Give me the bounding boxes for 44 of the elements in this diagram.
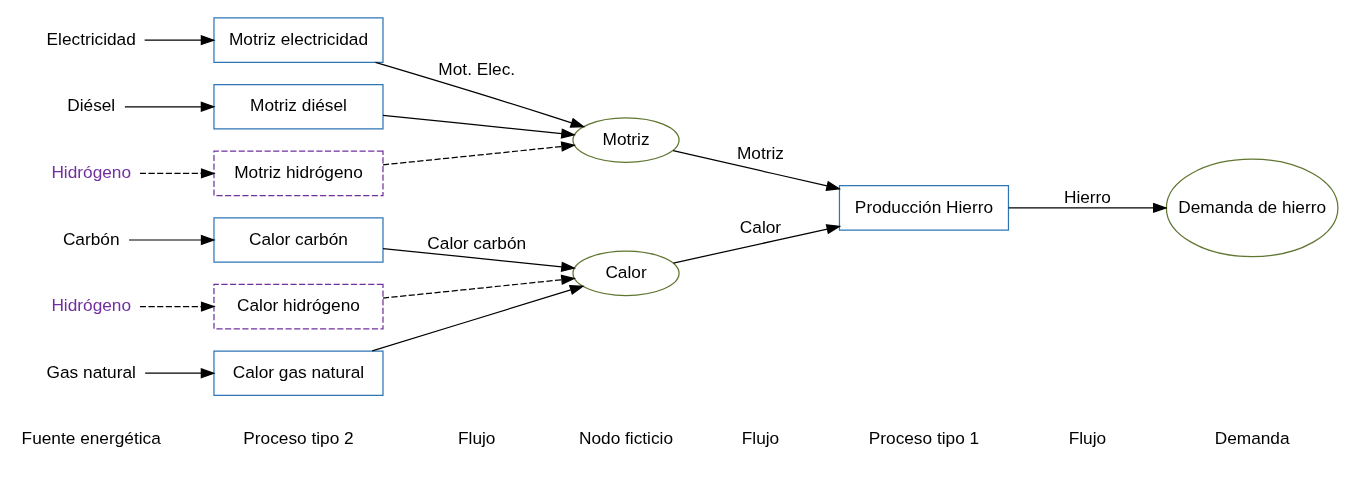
label: Fuente energética <box>21 427 161 448</box>
node-box: Motriz hidrógeno <box>213 150 384 196</box>
arrow <box>382 114 576 139</box>
node-text: Diésel <box>67 94 116 115</box>
node-box: Motriz electricidad <box>213 16 384 63</box>
arrow <box>371 284 585 352</box>
label: Flujo <box>741 427 780 448</box>
node-ellipse: Calor <box>572 250 680 296</box>
edge-label: Calor carbón <box>427 232 527 253</box>
label: Demanda <box>1214 427 1290 448</box>
label: Nodo ficticio <box>579 427 674 448</box>
node-box: Motriz diésel <box>213 83 384 130</box>
edge-label: Hierro <box>1063 186 1111 207</box>
node-text: Carbón <box>62 228 120 249</box>
label: Flujo <box>458 427 496 448</box>
node-box: Calor hidrógeno <box>213 283 384 329</box>
label: Proceso tipo 2 <box>243 427 354 448</box>
arrow <box>144 34 216 45</box>
node-text: Gas natural <box>46 361 136 382</box>
label: Proceso tipo 1 <box>868 427 980 448</box>
node-ellipse: Motriz <box>572 116 680 163</box>
arrow <box>382 247 576 272</box>
arrow <box>144 367 216 378</box>
arrow <box>382 274 576 299</box>
node-text: Electricidad <box>46 28 136 49</box>
node-ellipse: Demanda de hierro <box>1165 158 1339 257</box>
arrow <box>374 61 586 128</box>
arrow <box>128 234 216 245</box>
arrow <box>124 101 216 112</box>
node-box: Producción Hierro <box>838 184 1010 231</box>
edge-label: Motriz <box>737 142 784 163</box>
node-box: Calor gas natural <box>213 349 384 396</box>
arrow <box>1008 202 1168 213</box>
arrow <box>139 167 216 179</box>
arrow <box>139 300 216 312</box>
label: Flujo <box>1068 427 1107 448</box>
edge-label: Calor <box>739 216 782 237</box>
arrow <box>672 149 842 191</box>
node-text: Hidrógeno <box>51 161 132 182</box>
node-text: Hidrógeno <box>51 294 132 315</box>
node-box: Calor carbón <box>213 216 384 263</box>
arrow <box>672 223 842 264</box>
arrow <box>382 140 576 165</box>
edge-label: Mot. Elec. <box>438 58 516 79</box>
